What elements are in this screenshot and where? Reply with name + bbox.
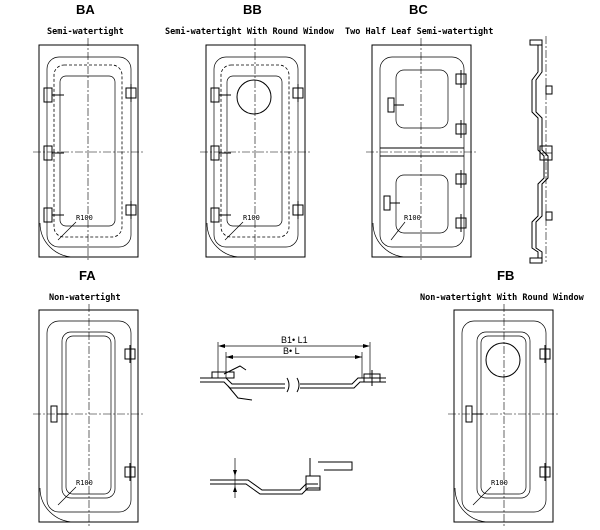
detail-profile-top bbox=[210, 479, 318, 491]
dim-inner-label: B• L bbox=[283, 346, 300, 356]
door-bb-code: BB bbox=[243, 2, 262, 17]
door-fa: FA Non-watertight R100 bbox=[33, 268, 143, 528]
door-bc-radius-label: R100 bbox=[404, 214, 421, 222]
door-fb-radius-label: R100 bbox=[491, 479, 508, 487]
door-fa-code: FA bbox=[79, 268, 96, 283]
door-bc-lower-window bbox=[395, 174, 449, 234]
door-bb-hinges bbox=[292, 84, 304, 219]
door-fb-panel-outer bbox=[476, 331, 531, 499]
door-fb-panel-inner bbox=[480, 335, 527, 495]
door-bb-round-window bbox=[236, 79, 272, 115]
door-fa-frame bbox=[38, 309, 139, 523]
door-bb-radius-label: R100 bbox=[243, 214, 260, 222]
detail-bracket bbox=[309, 458, 353, 476]
door-fb-title: Non-watertight With Round Window bbox=[420, 292, 585, 303]
door-bb-frame bbox=[205, 44, 306, 258]
door-fb-frame bbox=[453, 309, 554, 523]
dim-outer-label: B1• L1 bbox=[281, 335, 308, 345]
section-break-mark bbox=[286, 377, 300, 393]
door-bb-title: Semi-watertight With Round Window bbox=[165, 26, 335, 37]
door-ba-frame bbox=[38, 44, 139, 258]
door-bc-radius-leader bbox=[390, 221, 406, 241]
door-ba-corner-arc bbox=[39, 222, 75, 258]
door-ba-code: BA bbox=[76, 2, 95, 17]
door-fa-title: Non-watertight bbox=[49, 292, 121, 303]
door-ba-panel bbox=[59, 75, 116, 227]
door-bc-upper-window bbox=[395, 69, 449, 129]
door-fb-hinges bbox=[539, 345, 551, 481]
door-bc-corner-arc bbox=[372, 222, 408, 258]
section-profile-top bbox=[200, 377, 386, 385]
door-ba-title: Semi-watertight bbox=[47, 26, 124, 37]
vertical-section-detail bbox=[210, 458, 353, 498]
door-fa-panel-inner bbox=[65, 335, 112, 495]
door-fb-corner-arc bbox=[454, 487, 490, 523]
door-bc-hinges bbox=[455, 70, 467, 232]
door-bb-panel bbox=[226, 75, 283, 227]
section-handle-lever bbox=[223, 365, 247, 375]
door-bb-handle-left bbox=[210, 87, 231, 223]
door-fa-handle bbox=[50, 405, 68, 423]
door-fa-panel-outer bbox=[61, 331, 116, 499]
door-bc-title: Two Half Leaf Semi-watertight bbox=[345, 26, 493, 37]
door-fb: FB Non-watertight With Round Window R100 bbox=[420, 268, 585, 528]
section-left-bracket bbox=[211, 371, 235, 379]
door-bc-handles bbox=[383, 97, 404, 211]
door-bb-corner-arc bbox=[206, 222, 242, 258]
door-ba-radius-label: R100 bbox=[76, 214, 93, 222]
door-bb-radius-leader bbox=[224, 221, 244, 241]
door-fb-handle bbox=[465, 405, 483, 423]
side-profile-view bbox=[529, 36, 553, 264]
detail-gasket bbox=[305, 475, 321, 491]
section-profile-bottom bbox=[200, 381, 386, 389]
door-ba-handle-left bbox=[43, 87, 64, 223]
horizontal-section-view: B1• L1 B• L bbox=[200, 335, 386, 401]
section-handle-arm bbox=[227, 385, 253, 401]
door-ba-hinges bbox=[125, 84, 137, 219]
door-bb: BB Semi-watertight With Round Window R10… bbox=[165, 2, 335, 262]
door-fb-round-window bbox=[485, 342, 521, 378]
door-bc-code: BC bbox=[409, 2, 428, 17]
door-bc-frame bbox=[371, 44, 472, 258]
door-fa-corner-arc bbox=[39, 487, 75, 523]
detail-profile-bottom bbox=[210, 483, 320, 495]
door-fa-radius-leader bbox=[57, 486, 77, 506]
door-bc: BC Two Half Leaf Semi-watertight R100 bbox=[345, 2, 493, 262]
door-ba-radius-leader bbox=[57, 221, 77, 241]
door-fb-radius-leader bbox=[472, 486, 492, 506]
door-fa-hinges bbox=[124, 345, 136, 481]
door-ba: BA Semi-watertight R100 bbox=[33, 2, 143, 262]
door-fa-radius-label: R100 bbox=[76, 479, 93, 487]
door-fb-code: FB bbox=[497, 268, 514, 283]
